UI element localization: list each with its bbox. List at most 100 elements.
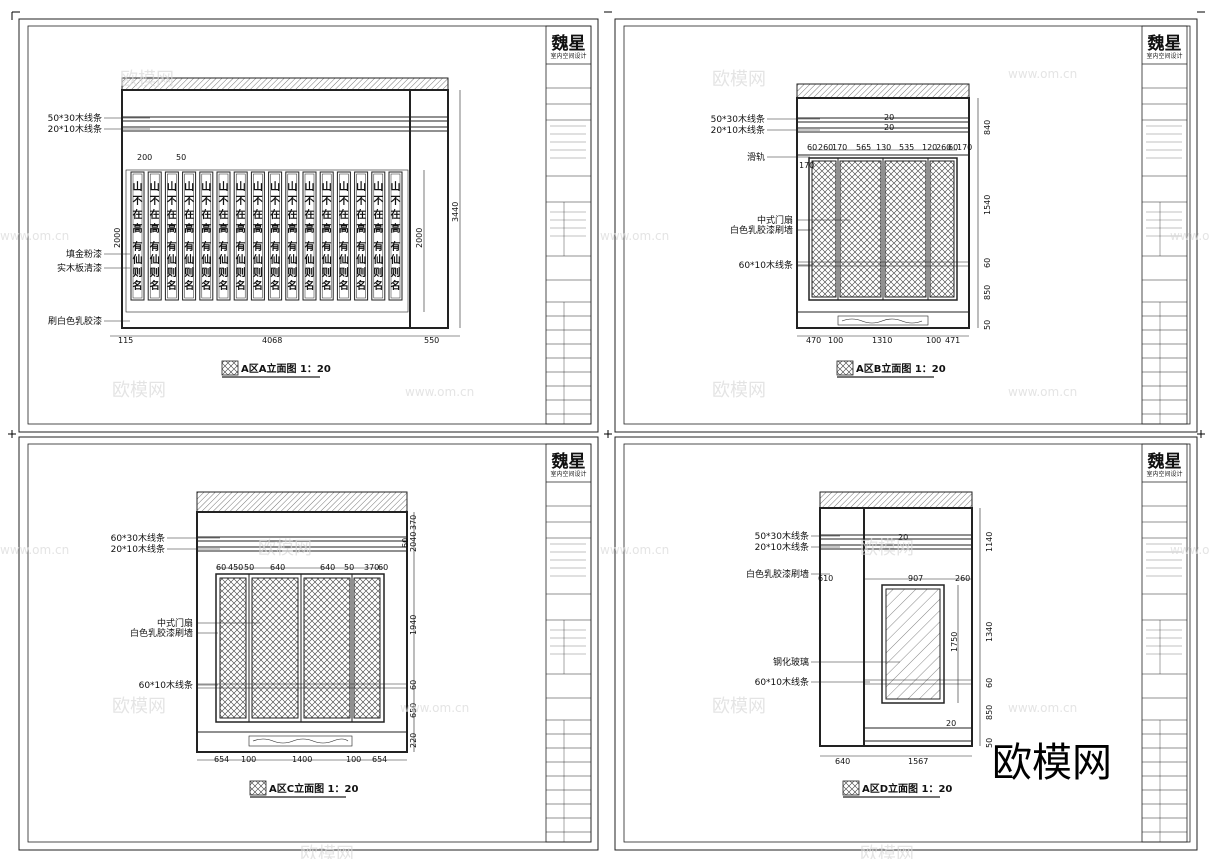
sheet-a-elevation — [110, 77, 461, 337]
watermark-text: 欧模网 — [300, 844, 354, 859]
watermark-text: 欧模网 — [860, 844, 914, 859]
sheet-c-dim-bottom: 1400 — [292, 755, 312, 764]
scroll-char: 有 — [270, 240, 280, 253]
scroll-char: 名 — [219, 279, 229, 292]
scroll-char: 在 — [133, 208, 143, 221]
sheet-c-dim-right: 1940 — [409, 615, 418, 635]
scroll-char: 在 — [305, 208, 315, 221]
watermark-url: www.om.cn — [600, 229, 669, 243]
watermark-url: www.om.cn — [405, 385, 474, 399]
scroll-char: 仙 — [167, 253, 177, 266]
sheet-d-dim-right: 60 — [985, 678, 994, 688]
scroll-char: 不 — [287, 195, 297, 207]
scroll-char: 有 — [356, 240, 366, 253]
scroll-char: 山 — [184, 180, 194, 193]
sheet-b-dim-right: 840 — [983, 120, 992, 135]
scroll-char: 则 — [219, 266, 229, 279]
sheet-c-dim-top: 640 — [320, 563, 335, 572]
sheet-b-dim-top: 60 — [948, 143, 958, 152]
scroll-char: 不 — [167, 195, 177, 207]
scroll-char: 仙 — [339, 253, 349, 266]
scroll-char: 则 — [236, 266, 246, 279]
scroll-char: 仙 — [219, 253, 229, 266]
sheet-c-label-2: 20*10木线条 — [111, 543, 165, 555]
sheet-c-dim-top: 50 — [344, 563, 354, 572]
scroll-char: 有 — [167, 240, 177, 253]
watermark-url: www.om.cn — [1008, 701, 1077, 715]
scroll-char: 山 — [150, 180, 160, 193]
sheet-b-dim-bottom: 470 — [806, 336, 821, 345]
scroll-char: 在 — [201, 208, 211, 221]
watermarks: 欧模网欧模网欧模网欧模网欧模网欧模网欧模网欧模网欧模网欧模网www.om.cnw… — [0, 67, 1209, 859]
scroll-char: 不 — [373, 195, 383, 207]
sheet-a-dim-2000-left: 2000 — [113, 228, 122, 248]
scroll-char: 高 — [184, 222, 194, 235]
sheet-c-title: A区C立面图 1：20 — [269, 782, 358, 795]
sheet-frame-d — [614, 436, 1198, 851]
scroll-char: 有 — [201, 240, 211, 253]
watermark-url: www.om.cn — [1170, 543, 1209, 557]
sheet-a-dim-550: 550 — [424, 336, 439, 345]
sheet-c-label-4: 白色乳胶漆刷墙 — [130, 627, 193, 639]
scroll-char: 仙 — [184, 253, 194, 266]
scroll-char: 仙 — [356, 253, 366, 266]
sheet-d-dim-right: 1140 — [985, 532, 994, 552]
scroll-char: 名 — [373, 279, 383, 292]
sheet-c-title-badge: A区C立面图 1：20 — [249, 780, 358, 798]
watermark-url: www.om.cn — [400, 701, 469, 715]
scroll-char: 在 — [253, 208, 263, 221]
sheet-c-leaders — [167, 537, 260, 686]
scroll-char: 山 — [322, 180, 332, 193]
sheet-b-label-1: 50*30木线条 — [711, 113, 765, 125]
scroll-char: 则 — [356, 266, 366, 279]
sheet-b-dim-top: 260 — [818, 143, 833, 152]
sheet-a-title-badge: A区A立面图 1：20 — [221, 360, 331, 378]
scroll-char: 在 — [339, 208, 349, 221]
sheet-b-label-5: 白色乳胶漆刷墙 — [730, 224, 793, 236]
scroll-char: 在 — [167, 208, 177, 221]
scroll-char: 则 — [391, 266, 401, 279]
scroll-char: 不 — [201, 195, 211, 207]
scroll-char: 山 — [236, 180, 246, 193]
scroll-char: 在 — [373, 208, 383, 221]
sheet-b-dim-misc: 170 — [799, 161, 814, 170]
brand-name: 魏星 — [1147, 451, 1182, 472]
scroll-char: 山 — [356, 180, 366, 193]
scroll-char: 仙 — [322, 253, 332, 266]
scroll-char: 高 — [253, 222, 263, 235]
sheet-b-dim-right: 60 — [983, 258, 992, 268]
sheet-c-dim-bottom: 100 — [241, 755, 256, 764]
scroll-char: 有 — [236, 240, 246, 253]
scroll-char: 有 — [322, 240, 332, 253]
scroll-char: 山 — [391, 180, 401, 193]
scroll-char: 山 — [373, 180, 383, 193]
sheet-d-dim-right: 850 — [985, 705, 994, 720]
sheet-d-dim-right: 50 — [985, 738, 994, 748]
sheet-a-dim-4068: 4068 — [262, 336, 282, 345]
scroll-char: 有 — [339, 240, 349, 253]
sheet-c-dim-bottom: 100 — [346, 755, 361, 764]
scroll-char: 山 — [339, 180, 349, 193]
scroll-char: 山 — [270, 180, 280, 193]
sheet-c-dim-right: 2040 — [409, 532, 418, 552]
scroll-char: 名 — [391, 279, 401, 292]
sheet-c-dim-right: 220 — [409, 733, 418, 748]
brand-sub: 室内空间设计 — [550, 470, 586, 478]
scroll-char: 在 — [236, 208, 246, 221]
scroll-char: 则 — [373, 266, 383, 279]
sheet-b-dim-top: 120 — [922, 143, 937, 152]
scroll-char: 不 — [391, 195, 401, 207]
scroll-char: 在 — [150, 208, 160, 221]
scroll-char: 有 — [391, 240, 401, 253]
sheet-b-label-4: 中式门扇 — [757, 214, 793, 226]
scroll-char: 在 — [184, 208, 194, 221]
sheet-d-dim-bottom: 640 — [835, 757, 850, 766]
scroll-panels: 山不在高有仙则名山不在高有仙则名山不在高有仙则名山不在高有仙则名山不在高有仙则名… — [130, 171, 403, 301]
